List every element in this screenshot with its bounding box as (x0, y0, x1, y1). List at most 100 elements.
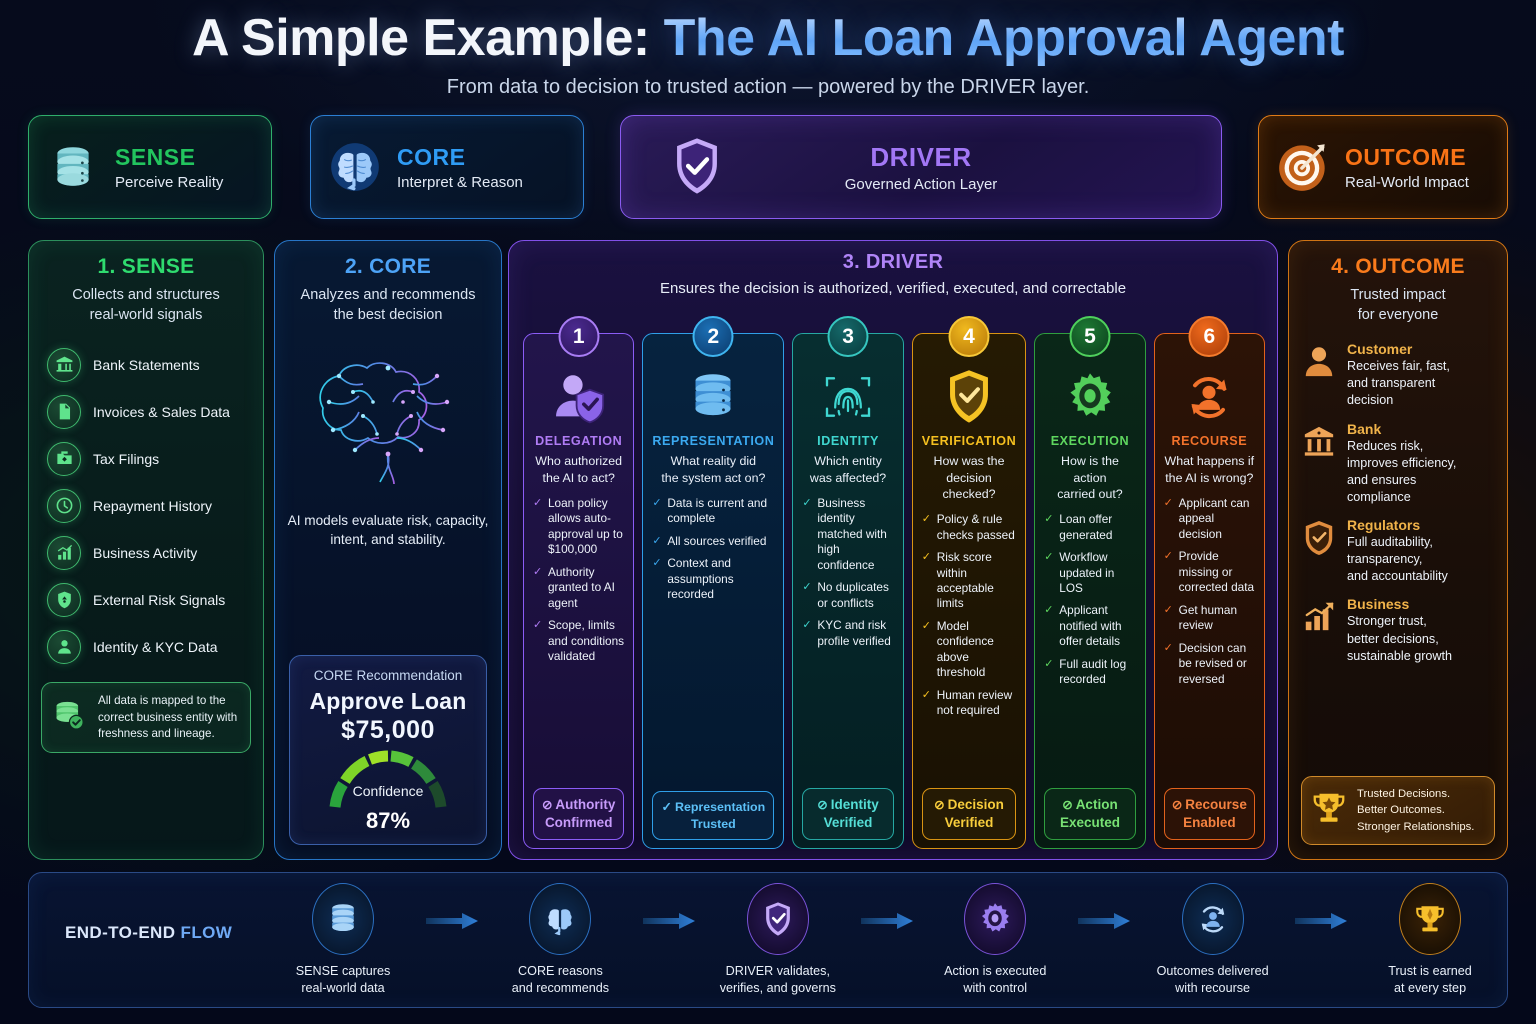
outcome-heading: Regulators (1347, 517, 1421, 533)
core-decision: Approve Loan (309, 688, 467, 714)
pillar-check: ✓Workflow updated in LOS (1044, 550, 1115, 596)
pillar-checks: ✓Policy & rule checks passed ✓Risk score… (922, 512, 1017, 782)
confidence-gauge: Confidence (298, 749, 478, 808)
sense-item-bank-statements[interactable]: Bank Statements (41, 343, 251, 386)
page-title-part-2: The AI Loan Approval Agent (663, 9, 1345, 67)
sense-item-identity-kyc[interactable]: Identity & KYC Data (41, 625, 251, 668)
pillar-check: ✓Model confidence above threshold (921, 618, 994, 680)
sense-item-invoices[interactable]: Invoices & Sales Data (41, 390, 251, 433)
outcome-item-regulators[interactable]: Regulators Full auditability,transparenc… (1301, 517, 1495, 585)
pillar-check: ✓Risk score within acceptable limits (921, 550, 994, 611)
core-recommendation-card: CORE Recommendation Approve Loan $75,000… (289, 655, 487, 845)
outcome-footer-note: Trusted Decisions.Better Outcomes.Strong… (1301, 775, 1495, 845)
document-icon (47, 394, 81, 429)
banner-sense-subtitle: Perceive Reality (115, 173, 224, 191)
banner-driver[interactable]: DRIVER Governed Action Layer (620, 115, 1222, 219)
banner-core-subtitle: Interpret & Reason (397, 173, 523, 191)
outcome-item-business[interactable]: Business Stronger trust,better decisions… (1301, 596, 1495, 664)
user-id-icon (47, 629, 81, 664)
sense-signal-list: Bank Statements Invoices & Sales Data Ta… (41, 343, 251, 668)
outcome-item-customer[interactable]: Customer Receives fair, fast,and transpa… (1301, 341, 1495, 409)
database-check-icon (52, 697, 88, 738)
sense-title: 1. SENSE (97, 255, 195, 278)
pillar-name: IDENTITY (817, 434, 879, 448)
pillar-name: DELEGATION (535, 434, 623, 448)
pillar-check: ✓Policy & rule checks passed (921, 512, 1015, 542)
flow-step-driver[interactable]: DRIVER validates,verifies, and governs (714, 883, 842, 997)
database-icon (45, 139, 101, 195)
sense-item-repayment-history[interactable]: Repayment History (41, 484, 251, 527)
shield-check-gold-icon (922, 364, 1017, 430)
clock-icon (47, 488, 81, 523)
outcome-detail: Full auditability,transparency,and accou… (1347, 535, 1448, 584)
sense-item-business-activity[interactable]: Business Activity (41, 531, 251, 574)
sense-item-label: Invoices & Sales Data (93, 403, 230, 420)
outcome-item-bank[interactable]: Bank Reduces risk,improves efficiency,an… (1301, 421, 1495, 507)
sense-note-text: All data is mapped to the correct busine… (98, 694, 238, 741)
pillar-number: 5 (1069, 316, 1111, 357)
outcome-note-text: Trusted Decisions.Better Outcomes.Strong… (1357, 787, 1475, 833)
page-header: A Simple Example: The AI Loan Approval A… (0, 8, 1536, 99)
sense-item-tax-filings[interactable]: Tax Filings (41, 437, 251, 480)
sense-item-external-risk[interactable]: External Risk Signals (41, 578, 251, 621)
flow-arrow (407, 883, 496, 929)
core-recommendation-label: CORE Recommendation (313, 668, 463, 683)
banner-core[interactable]: CORE Interpret & Reason (310, 115, 584, 219)
flow-arrow (1277, 883, 1366, 929)
outcome-list: Customer Receives fair, fast,and transpa… (1301, 341, 1495, 665)
bar-chart-icon (47, 535, 81, 570)
pillar-name: RECOURSE (1171, 434, 1248, 448)
user-recourse-icon (1164, 364, 1255, 430)
outcome-heading: Bank (1347, 420, 1382, 437)
flow-label: END-TO-END FLOW (65, 923, 233, 942)
shield-icon (1301, 519, 1337, 555)
sense-item-label: Bank Statements (93, 356, 200, 373)
confidence-value: 87% (365, 808, 411, 833)
pillar-name: VERIFICATION (921, 434, 1017, 448)
pillar-check: ✓Get human review (1163, 602, 1238, 633)
sense-item-label: External Risk Signals (93, 591, 226, 608)
brain-icon (327, 139, 383, 195)
outcome-detail: Reduces risk,improves efficiency,and ens… (1347, 438, 1457, 504)
pillar-checks: ✓Business identity matched with high con… (802, 496, 893, 782)
core-description: AI models evaluate risk, capacity, inten… (287, 513, 489, 548)
sense-item-label: Business Activity (93, 544, 198, 561)
driver-title: 3. DRIVER (842, 251, 944, 273)
page-title-part-1: A Simple Example: (191, 9, 664, 67)
banner-outcome[interactable]: OUTCOME Real-World Impact (1258, 115, 1508, 219)
pillar-number: 1 (558, 316, 600, 357)
pipeline-banner-row: SENSE Perceive Reality CORE Interpret & … (0, 115, 1536, 289)
sense-item-label: Identity & KYC Data (93, 638, 218, 655)
pillar-check: ✓Data is current and complete (652, 496, 768, 526)
flow-step-text: DRIVER validates,verifies, and governs (719, 964, 836, 996)
pillar-check: ✓Full audit log recorded (1044, 656, 1127, 687)
banner-sense[interactable]: SENSE Perceive Reality (28, 115, 272, 219)
